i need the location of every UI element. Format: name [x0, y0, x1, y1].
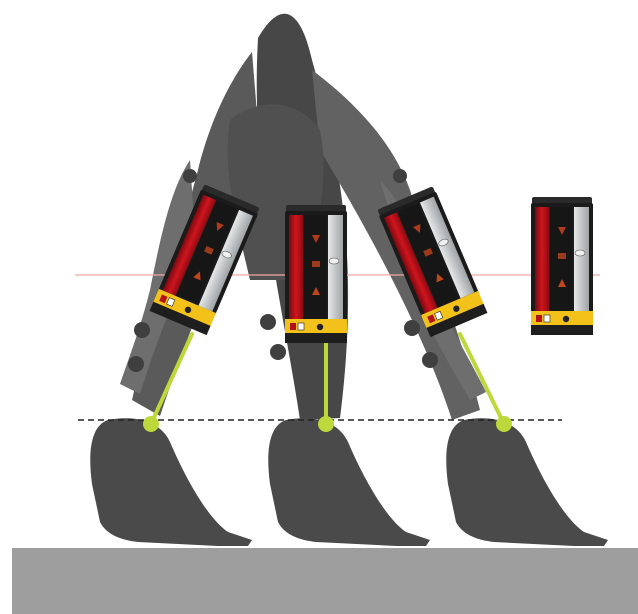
bucket-left — [90, 418, 252, 546]
buckets — [90, 418, 608, 546]
bucket-right — [446, 418, 608, 546]
laser-receiver-standalone — [530, 196, 594, 336]
bucket-center — [268, 418, 430, 546]
ground — [12, 548, 638, 614]
bucket-tip-markers — [143, 416, 512, 432]
offset-rods — [149, 332, 506, 426]
laser-receiver-center — [284, 204, 348, 344]
